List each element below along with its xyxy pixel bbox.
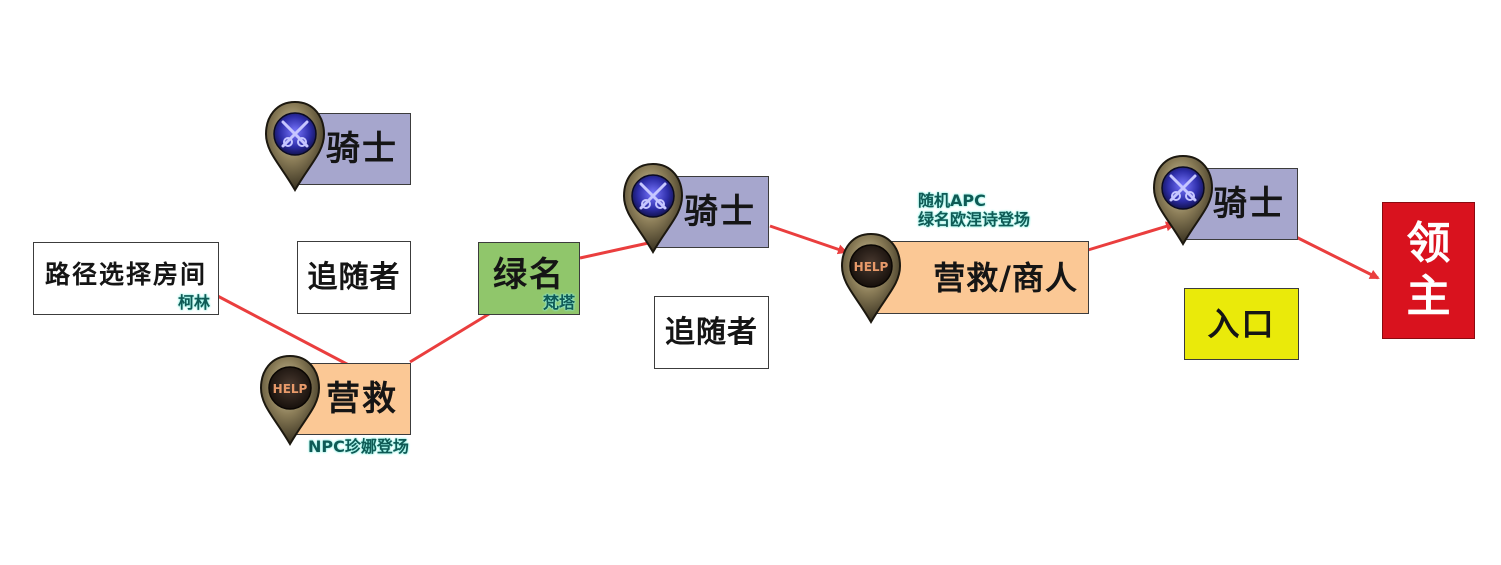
green-name-note: 梵塔 bbox=[542, 293, 575, 313]
follower-node-2-label: 追随者 bbox=[665, 314, 758, 350]
route-selection-node: 路径选择房间 柯林 bbox=[33, 242, 219, 315]
crossed-swords-icon bbox=[1152, 154, 1214, 246]
follower-node-2: 追随者 bbox=[654, 296, 769, 369]
follower-node-1: 追随者 bbox=[297, 241, 411, 314]
arrow-route-to-rescue1 bbox=[209, 290, 364, 374]
green-name-label: 绿名 bbox=[493, 254, 565, 295]
crossed-swords-icon bbox=[264, 100, 326, 192]
svg-text:HELP: HELP bbox=[273, 382, 308, 396]
entrance-label: 入口 bbox=[1207, 305, 1276, 343]
rescue-node-2-note-1: 随机APC bbox=[918, 191, 986, 210]
boss-node: 领 主 bbox=[1382, 202, 1475, 339]
rescue-node-2-note-2: 绿名欧涅诗登场 bbox=[918, 210, 1031, 229]
help-icon: HELP bbox=[840, 232, 902, 324]
boss-label-1: 领 bbox=[1406, 217, 1451, 269]
route-selection-note: 柯林 bbox=[177, 293, 210, 313]
green-name-node: 绿名 梵塔 bbox=[478, 242, 580, 315]
arrow-knight2-to-rescue2 bbox=[769, 224, 848, 255]
arrow-rescue2-to-knight3 bbox=[1087, 221, 1176, 252]
crossed-swords-icon bbox=[622, 162, 684, 254]
svg-text:HELP: HELP bbox=[854, 260, 889, 274]
follower-node-1-label: 追随者 bbox=[307, 259, 401, 295]
rescue-merchant-label: 营救/商人 bbox=[933, 258, 1078, 297]
knight-node-2-label: 骑士 bbox=[684, 192, 756, 232]
arrow-rescue1-to-green bbox=[409, 304, 504, 364]
route-selection-label: 路径选择房间 bbox=[44, 260, 207, 289]
boss-label-2: 主 bbox=[1406, 270, 1451, 322]
knight-node-3-label: 骑士 bbox=[1213, 184, 1285, 224]
rescue-node-1-note: NPC珍娜登场 bbox=[308, 437, 409, 456]
rescue-merchant-node: 营救/商人 bbox=[872, 241, 1089, 314]
rescue-node-1-label: 营救 bbox=[326, 379, 398, 419]
knight-node-1-label: 骑士 bbox=[326, 129, 398, 169]
arrow-knight3-to-boss bbox=[1289, 232, 1380, 280]
entrance-node: 入口 bbox=[1184, 288, 1299, 360]
help-icon: HELP bbox=[259, 354, 321, 446]
